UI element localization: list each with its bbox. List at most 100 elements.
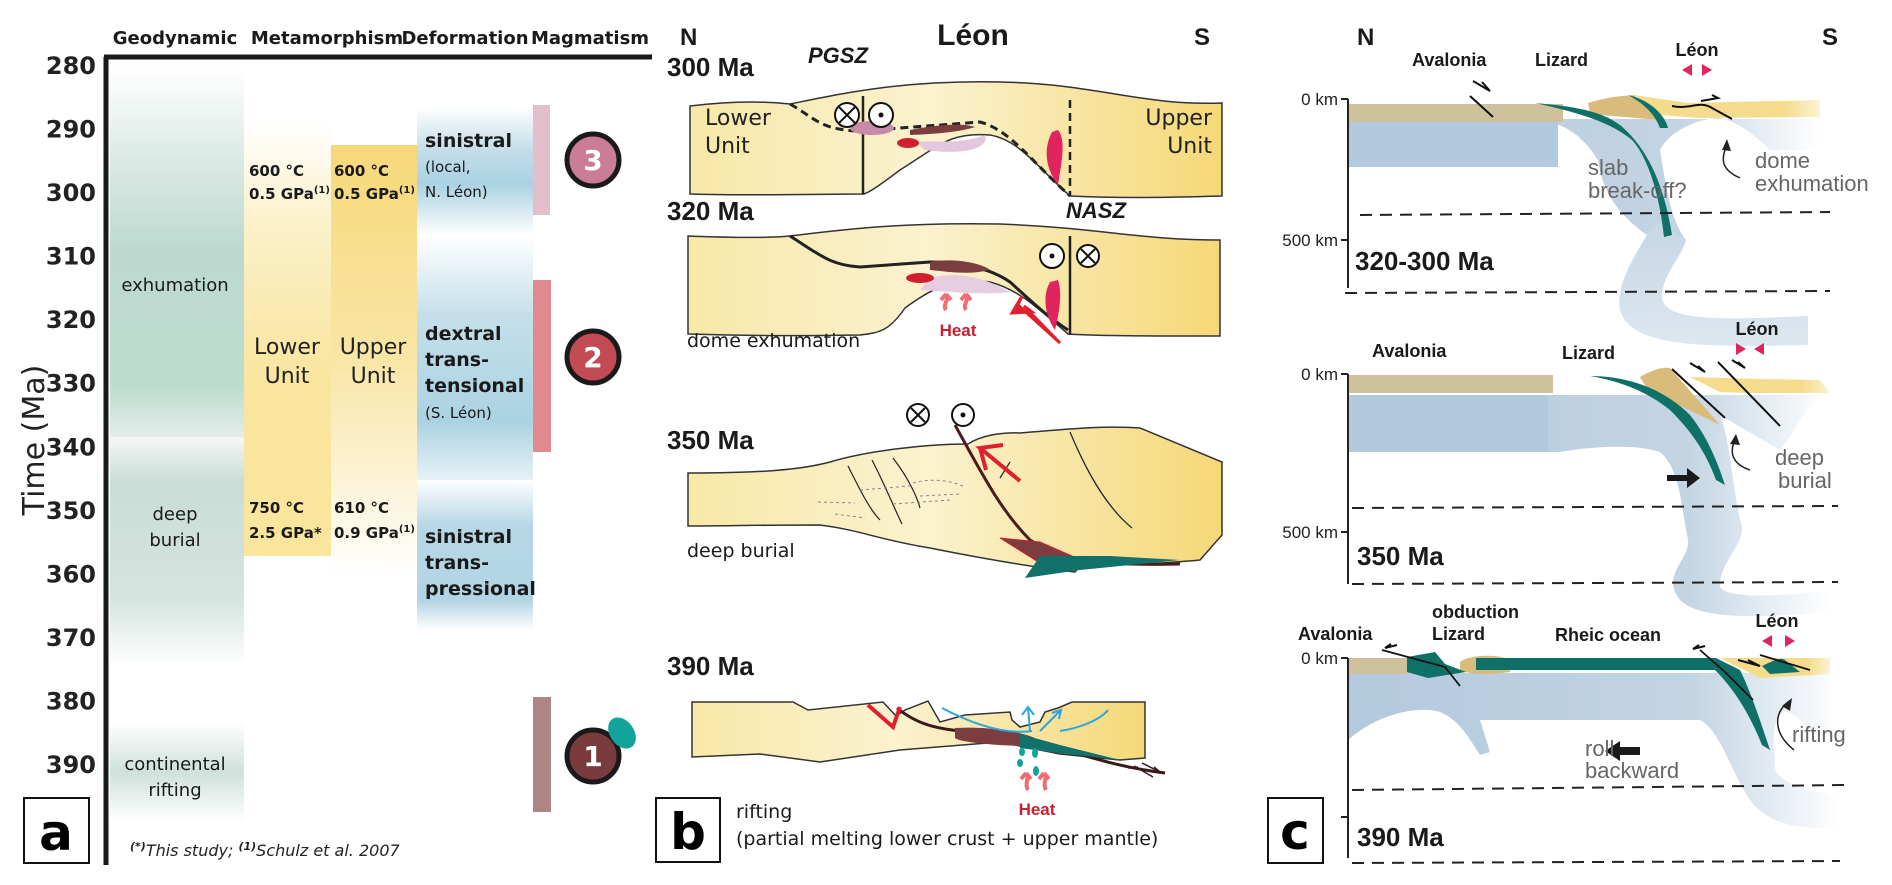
extension-markers-c3-icon [1762,635,1795,647]
y-tick-320: 320 [46,306,96,334]
lower-unit-label-b2: Unit [705,134,750,159]
upper-unit-bottom-temp: 610 °C [334,499,389,517]
section-age-c2: 350 Ma [1357,541,1444,571]
caption-deep-burial: deep burial [687,540,795,562]
granite-pluton-320 [1045,280,1061,330]
magma-body-320 [930,260,990,273]
lower-unit-label-2: Unit [265,364,310,389]
avalonia-crust-c3 [1348,658,1410,674]
upper-unit-top-temp: 600 °C [334,162,389,180]
magma-body-390 [955,727,1035,746]
faults-c3 [1381,649,1811,701]
deformation-3-line2: trans- [425,552,489,574]
panel-c-label: c [1280,803,1310,861]
burial-arrow-c2-icon [1731,439,1751,471]
process-exhumation-c1: exhumation [1755,171,1869,196]
transition-zone-line-c3 [1351,784,1851,791]
section-age-300: 300 Ma [667,52,754,82]
magmatism-bar-1 [533,697,551,812]
magmatism-bar-2 [533,280,551,452]
mantle-lithosphere-c3 [1348,673,1840,829]
panel-c: N S 0 km 500 km Avalonia Liz [1267,24,1869,864]
section-age-c3: 390 Ma [1357,822,1444,852]
compression-markers-c2-icon [1736,343,1764,355]
process-dome-c1: dome [1755,148,1810,173]
section-age-c1: 320-300 Ma [1355,246,1494,276]
panel-c-box [1267,797,1324,864]
heat-arrows-320-icon [939,292,973,312]
y-tick-360: 360 [46,560,96,588]
red-melt-320 [906,273,934,283]
leon-crust-c2 [1690,377,1830,393]
heat-label-320: Heat [940,321,977,340]
label-continental: continental [124,754,225,775]
lower-unit-bottom-temp: 750 °C [249,499,304,517]
header-geodynamic: Geodynamic [113,28,238,49]
ophiolite-slab-c2 [1590,376,1725,485]
panel-b-label: b [670,803,706,861]
process-rifting-c3: rifting [1792,722,1846,747]
note-slab-c1: slab [1588,155,1628,180]
normal-fault-arrow-390-icon [866,703,902,731]
section-c-320-300: 0 km 500 km Avalonia Lizard Léon slab br… [1282,40,1869,346]
section-c-390: 0 km Avalonia obduction Lizard Rheic oce… [1298,602,1851,864]
lower-unit-top-pressure: 0.5 GPa(1) [249,185,330,203]
y-tick-330: 330 [46,370,96,398]
fluid-paths-390 [941,707,1109,733]
into-page-cross-320 [1080,248,1096,264]
heat-label-390: Heat [1019,800,1056,819]
leon-crust-c1 [1634,95,1820,118]
y-tick-390: 390 [46,751,96,779]
deformation-1-line1: sinistral [425,130,512,152]
thrust-arrows-c2-icon [1689,359,1746,373]
label-exhumation: exhumation [121,275,228,296]
upper-unit-bottom-pressure: 0.9 GPa(1) [334,524,415,542]
panel-c-south: S [1822,24,1838,51]
label-lizard-c2: Lizard [1562,343,1615,363]
broken-slab-c1 [1619,220,1808,346]
label-obduction-c3: obduction [1432,602,1519,622]
lizard-crust-c2 [1640,367,1720,425]
ophiolite-390 [1020,734,1120,760]
panel-b: N Léon S 300 Ma PGSZ Lower Unit Upper Un… [655,19,1223,863]
header-magmatism: Magmatism [531,28,649,49]
label-lizard-c1: Lizard [1535,50,1588,70]
granite-pluton-300 [1046,130,1063,185]
transition-zone-line-c2 [1351,505,1839,509]
burial-arrowhead-c2 [1730,434,1740,445]
upper-unit-label-1: Upper [340,335,408,360]
caption-rifting: rifting [736,801,792,823]
migmatite-300 [915,135,986,152]
deformation-2-line1: dextral [425,323,502,345]
depth-label-500-c2: 500 km [1282,523,1338,542]
lower-unit-top-temp: 600 °C [249,162,304,180]
panel-a: Geodynamic Metamorphism Deformation Magm… [17,28,652,865]
push-arrow-c2-icon [1667,468,1700,488]
lower-unit-band [244,120,331,556]
avalonia-lithosphere-c1 [1348,122,1558,167]
lower-unit-label-b1: Lower [705,106,772,131]
red-melt-300 [897,138,919,148]
deformation-2-line2: trans- [425,349,489,371]
upper-unit-label-b1: Upper [1145,106,1213,131]
section-age-390: 390 Ma [667,651,754,681]
lower-unit-bottom-pressure: 2.5 GPa* [249,524,322,542]
ophiolite-thin-c1 [1628,95,1668,128]
deformation-2-line4: (S. Léon) [425,404,492,422]
y-tick-370: 370 [46,624,96,652]
y-tick-380: 380 [46,687,96,715]
bottom-line-c1 [1344,290,1831,294]
section-age-350: 350 Ma [667,425,754,455]
lower-unit-label-1: Lower [254,335,321,360]
label-rifting: rifting [148,780,201,801]
deformation-1-line3: N. Léon) [425,183,488,201]
shear-zone-nasz: NASZ [1066,198,1127,223]
upper-unit-band [331,145,417,575]
transition-zone-line-c1 [1359,211,1831,216]
out-of-page-dot [878,112,884,118]
y-tick-280: 280 [46,52,96,80]
panel-a-label: a [39,804,73,862]
dome-fault-c1 [1671,103,1733,120]
deformation-3-line3: pressional [425,578,536,600]
